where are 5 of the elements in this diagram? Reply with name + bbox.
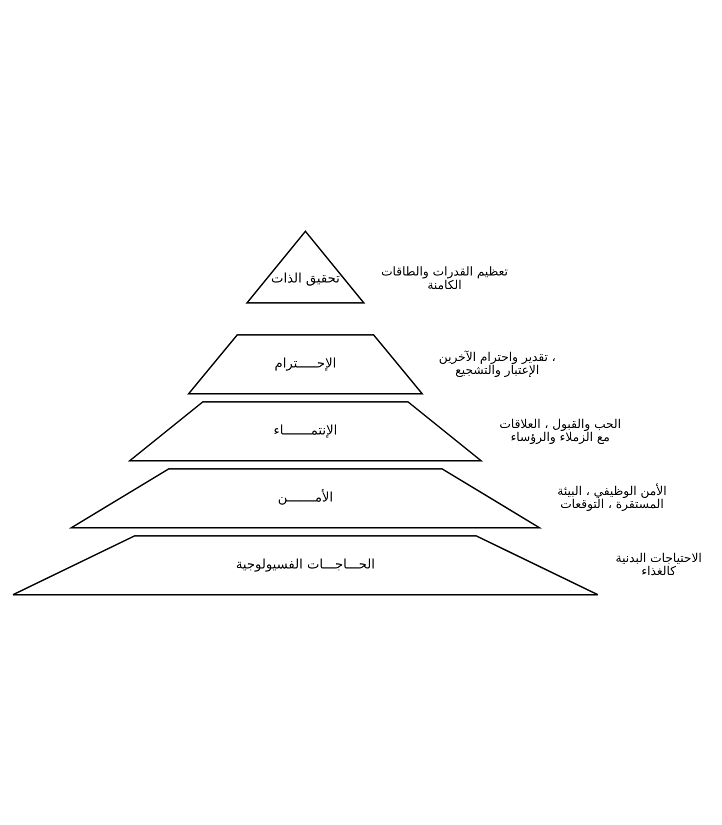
- node-label: الاحتياجات البدنية كالغذاء: [615, 550, 702, 578]
- node-label: تقدير واحترام الآخرين ، الإعتبار والتشجيع: [438, 349, 556, 377]
- node-label: تعظيم القدرات والطاقات الكامنة: [380, 264, 508, 292]
- node-label: الأمن الوظيفي ، البيئة المستقرة ، التوقعات: [556, 483, 666, 511]
- node-label: الحب والقبول ، العلاقات مع الزملاء والرؤساء: [498, 416, 620, 444]
